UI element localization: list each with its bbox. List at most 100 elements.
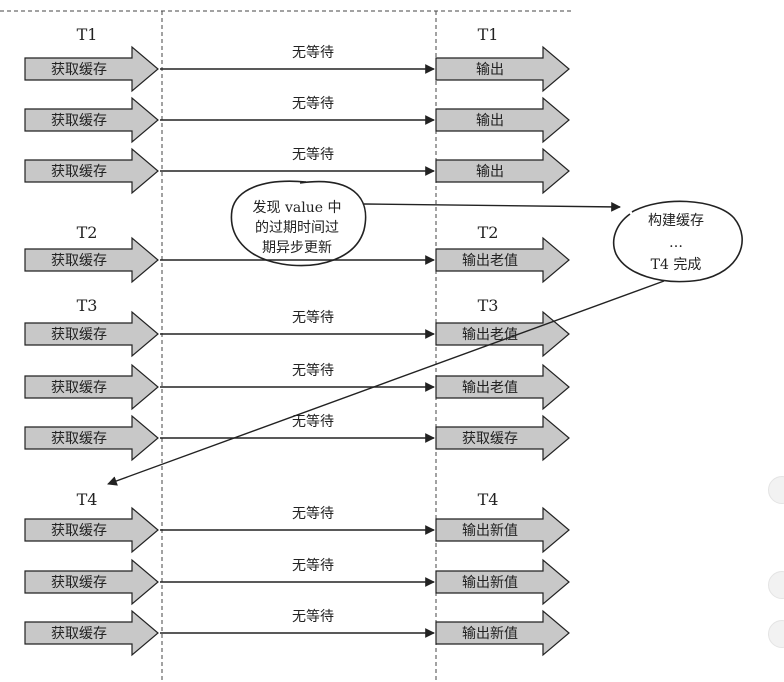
result-arrow: 输出老值: [435, 236, 570, 284]
request-arrow-label: 获取缓存: [51, 431, 107, 447]
request-arrow-label: 获取缓存: [51, 380, 107, 396]
trigger-rebuild-arrow: [363, 201, 621, 212]
request-arrow-shape: [24, 363, 159, 411]
phase-label-right: T4: [478, 490, 499, 509]
no-wait-label: 无等待: [292, 413, 334, 430]
result-arrow-shape: [435, 506, 570, 554]
no-wait-label: 无等待: [292, 362, 334, 379]
result-arrow: 输出新值: [435, 609, 570, 657]
result-arrow-shape: [435, 96, 570, 144]
result-arrow: 输出老值: [435, 363, 570, 411]
request-arrow: 获取缓存: [24, 96, 159, 144]
flow-row: 获取缓存 输出老值: [24, 236, 570, 284]
phase-label-right: T2: [478, 223, 499, 242]
request-arrow-label: 获取缓存: [51, 253, 107, 269]
detect-note-line-3: 期异步更新: [262, 240, 332, 256]
detect-note-loop: [230, 180, 367, 267]
result-arrow-shape: [435, 363, 570, 411]
request-arrow: 获取缓存: [24, 236, 159, 284]
request-arrow-label: 获取缓存: [51, 113, 107, 129]
request-arrow-label: 获取缓存: [51, 575, 107, 591]
phase-label-left: T4: [77, 490, 98, 509]
request-arrow: 获取缓存: [24, 45, 159, 93]
phase-label-left: T3: [77, 296, 98, 315]
request-arrow-label: 获取缓存: [51, 523, 107, 539]
result-arrow-shape: [435, 310, 570, 358]
result-arrow-shape: [435, 609, 570, 657]
detect-note: 发现 value 中 的过期时间过 期异步更新: [230, 180, 367, 267]
build-note-line-1: 构建缓存: [648, 213, 704, 229]
request-arrow-shape: [24, 96, 159, 144]
no-wait-label: 无等待: [292, 557, 334, 574]
request-arrow-shape: [24, 236, 159, 284]
detect-note-line-2: 的过期时间过: [255, 220, 339, 236]
result-arrow-label: 输出新值: [462, 575, 518, 591]
result-arrow-shape: [435, 147, 570, 195]
detect-note-line-1: 发现 value 中: [253, 200, 342, 216]
result-arrow: 输出: [435, 96, 570, 144]
request-arrow-shape: [24, 609, 159, 657]
result-arrow-label: 输出老值: [462, 253, 518, 269]
phase-label-right: T1: [478, 25, 499, 44]
request-arrow: 获取缓存: [24, 147, 159, 195]
no-wait-label: 无等待: [292, 505, 334, 522]
no-wait-label: 无等待: [292, 309, 334, 326]
request-arrow: 获取缓存: [24, 609, 159, 657]
request-arrow: 获取缓存: [24, 506, 159, 554]
build-note-loop: [612, 200, 743, 283]
request-arrow-shape: [24, 45, 159, 93]
request-arrow-label: 获取缓存: [51, 327, 107, 343]
result-arrow: 输出新值: [435, 506, 570, 554]
result-arrow-label: 输出: [476, 164, 504, 180]
result-arrow: 输出: [435, 45, 570, 93]
result-arrow-label: 输出新值: [462, 523, 518, 539]
request-arrow: 获取缓存: [24, 558, 159, 606]
request-arrow: 获取缓存: [24, 363, 159, 411]
request-arrow: 获取缓存: [24, 310, 159, 358]
build-note-line-2: …: [669, 235, 683, 251]
result-arrow-label: 输出: [476, 62, 504, 78]
request-arrow-shape: [24, 147, 159, 195]
result-arrow: 输出新值: [435, 558, 570, 606]
no-wait-label: 无等待: [292, 44, 334, 61]
phase-label-right: T3: [478, 296, 499, 315]
request-arrow: 获取缓存: [24, 414, 159, 462]
request-arrow-shape: [24, 506, 159, 554]
result-arrow-label: 输出新值: [462, 626, 518, 642]
phase-label-left: T2: [77, 223, 98, 242]
result-arrow: 输出老值: [435, 310, 570, 358]
result-arrow-label: 输出老值: [462, 380, 518, 396]
result-arrow-label: 输出老值: [462, 327, 518, 343]
no-wait-label: 无等待: [292, 95, 334, 112]
request-arrow-label: 获取缓存: [51, 164, 107, 180]
request-arrow-shape: [24, 414, 159, 462]
result-arrow-shape: [435, 558, 570, 606]
result-arrow-shape: [435, 414, 570, 462]
result-arrow: 输出: [435, 147, 570, 195]
request-arrow-shape: [24, 310, 159, 358]
result-arrow-shape: [435, 45, 570, 93]
request-arrow-shape: [24, 558, 159, 606]
result-arrow: 获取缓存: [435, 414, 570, 462]
build-note-line-3: T4 完成: [651, 257, 702, 273]
request-arrow-label: 获取缓存: [51, 62, 107, 78]
result-arrow-label: 获取缓存: [462, 431, 518, 447]
request-arrow-label: 获取缓存: [51, 626, 107, 642]
no-wait-label: 无等待: [292, 608, 334, 625]
result-arrow-shape: [435, 236, 570, 284]
rebuild-complete-arrow: [107, 280, 665, 486]
no-wait-label: 无等待: [292, 146, 334, 163]
build-note: 构建缓存 … T4 完成: [612, 200, 743, 283]
result-arrow-label: 输出: [476, 113, 504, 129]
